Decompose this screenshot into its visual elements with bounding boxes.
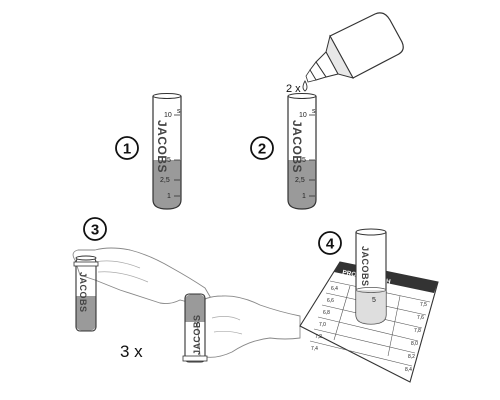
chart-value: 7,5 [420,302,427,308]
vial-brand-logo: JACOBS [192,314,202,355]
step-3-vial-right: JACOBS [182,293,208,363]
scale-mark-2-5: 2,5 [160,177,170,184]
step-4-badge: 4 [318,231,342,255]
scale-mark-5: 5 [167,157,171,164]
chart-value: 8,4 [405,367,412,373]
step-1: 1 10 5 2,5 1 s JACOBS [115,93,182,210]
color-chart-right-values: 7,5 7,6 7,8 8,0 8,2 8,4 [405,302,427,373]
vial-brand-logo: JACOBS [290,120,304,173]
step-3-badge: 3 [83,217,107,241]
unit-mark: s [177,108,181,115]
step-1-number: 1 [123,141,131,158]
step-2: 2 2 x 10 5 2,5 1 s JACOBS [250,12,404,210]
step-4-vial: JACOBS 5 [355,228,387,325]
dropper-bottle [302,12,404,92]
scale-mark-10: 10 [164,112,172,119]
step-2-vial: 10 5 2,5 1 s JACOBS [287,93,317,210]
chart-value: 7,2 [315,334,322,340]
left-hand-outline [72,247,213,307]
step-2-badge: 2 [250,136,274,160]
drops-count-label: 2 x [286,83,301,95]
vial-brand-logo: JACOBS [155,120,169,173]
chart-value: 7,4 [311,346,318,352]
chart-value: 7,0 [319,322,326,328]
drop-icon [302,80,308,92]
step-4: 4 PROFI-TEST pH 6,4 6,6 6,8 [299,228,439,383]
right-hand-outline [195,295,301,358]
chart-value: 6,6 [327,298,334,304]
scale-mark-5: 5 [372,297,376,304]
chart-value: 7,8 [414,328,421,334]
color-chart-left-values: 6,4 6,6 6,8 7,0 7,2 7,4 [311,286,338,352]
scale-mark-1: 1 [167,193,171,200]
vial-brand-logo: JACOBS [360,246,370,287]
scale-mark-2-5: 2,5 [295,177,305,184]
chart-value: 7,6 [417,315,424,321]
step-1-badge: 1 [115,136,139,160]
unit-mark: s [312,108,316,115]
step-3: 3 JACOBS JACOBS 3 x [72,217,301,363]
step-1-vial: 10 5 2,5 1 s JACOBS [152,93,182,210]
chart-value: 8,2 [408,354,415,360]
scale-mark-1: 1 [302,193,306,200]
step-4-number: 4 [326,236,335,253]
step-3-vial-left: JACOBS [73,255,99,332]
step-2-number: 2 [258,141,266,158]
scale-mark-5: 5 [302,157,306,164]
chart-value: 6,4 [331,286,338,292]
scale-mark-10: 10 [299,112,307,119]
chart-value: 8,0 [411,341,418,347]
vial-brand-logo: JACOBS [78,272,88,313]
chart-value: 6,8 [323,310,330,316]
repeat-count-label: 3 x [120,342,143,361]
step-3-number: 3 [91,222,99,239]
